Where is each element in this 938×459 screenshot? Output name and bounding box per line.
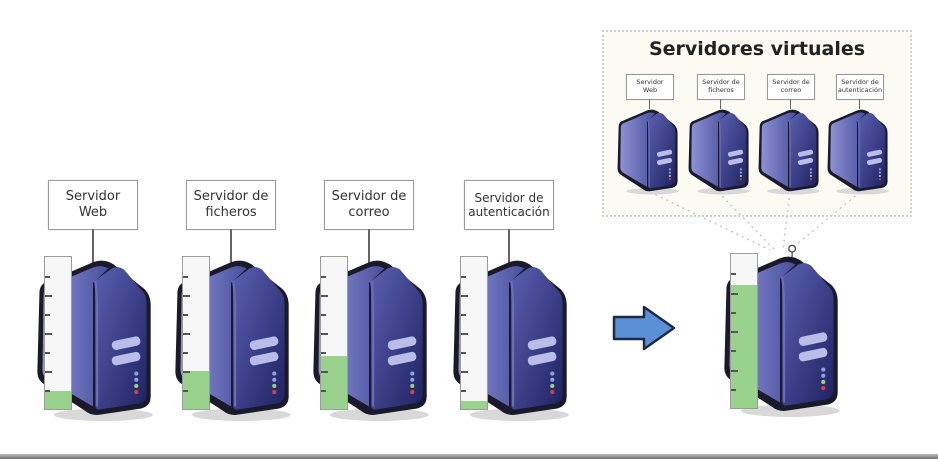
gauge-tick bbox=[45, 352, 50, 354]
load-gauge bbox=[320, 256, 348, 410]
server-label-line1: Servidor de bbox=[193, 189, 269, 205]
server-tower-icon bbox=[827, 109, 889, 195]
server-label-line2: autenticación bbox=[837, 86, 883, 94]
gauge-fill bbox=[461, 401, 487, 409]
gauge-tick bbox=[45, 390, 50, 392]
label-connector bbox=[859, 99, 860, 109]
gauge-tick bbox=[731, 311, 736, 314]
server-tower-icon bbox=[617, 109, 679, 195]
server-tower-icon bbox=[758, 109, 820, 195]
gauge-tick bbox=[321, 276, 326, 278]
gauge-tick bbox=[45, 276, 50, 278]
gauge-tick bbox=[45, 371, 52, 373]
gauge-tick bbox=[731, 273, 736, 276]
gauge-tick bbox=[461, 276, 466, 278]
connection-line bbox=[717, 191, 776, 251]
server-label-line2: ficheros bbox=[205, 205, 257, 220]
load-gauge bbox=[182, 256, 210, 410]
gauge-fill bbox=[731, 284, 757, 408]
gauge-tick bbox=[321, 352, 326, 354]
gauge-tick bbox=[461, 314, 466, 316]
label-connector bbox=[230, 229, 232, 265]
gauge-tick bbox=[183, 276, 188, 278]
server-label-line1: Servidor de bbox=[474, 190, 544, 205]
power-plug-icon: ⚲ bbox=[787, 243, 798, 259]
gauge-tick bbox=[731, 388, 736, 391]
gauge-tick bbox=[461, 371, 468, 373]
gauge-tick bbox=[45, 333, 52, 335]
server-label-line2: autenticación bbox=[468, 205, 550, 219]
gauge-tick bbox=[461, 333, 468, 335]
gauge-tick bbox=[321, 371, 328, 373]
server-label-line2: correo bbox=[780, 86, 802, 94]
connection-line bbox=[649, 191, 771, 251]
connection-line bbox=[789, 191, 861, 251]
gauge-tick bbox=[183, 314, 188, 316]
server-label-line1: Servidor de bbox=[702, 78, 740, 87]
server-label-line1: Servidor bbox=[65, 189, 121, 205]
gauge-tick bbox=[731, 331, 738, 333]
gauge-tick bbox=[731, 369, 738, 372]
gauge-tick bbox=[45, 295, 52, 297]
gauge-tick bbox=[183, 333, 190, 335]
bottom-border bbox=[0, 454, 938, 459]
gauge-tick bbox=[321, 390, 326, 392]
gauge-tick bbox=[461, 390, 466, 392]
consolidated-physical-server bbox=[715, 248, 855, 428]
virtual-servers-title: Servidores virtuales bbox=[648, 38, 866, 60]
gauge-tick bbox=[731, 292, 738, 295]
gauge-tick bbox=[321, 314, 326, 316]
server-label-line2: ficheros bbox=[708, 86, 734, 94]
server-tower-icon bbox=[688, 109, 750, 195]
gauge-fill bbox=[321, 355, 347, 409]
gauge-tick bbox=[321, 295, 328, 297]
gauge-tick bbox=[183, 295, 190, 297]
right-arrow-icon bbox=[612, 305, 676, 351]
label-connector bbox=[790, 99, 791, 109]
label-connector bbox=[92, 229, 94, 265]
label-connector bbox=[720, 99, 721, 109]
gauge-fill bbox=[45, 390, 71, 409]
label-connector bbox=[368, 229, 370, 265]
server-label-line2: correo bbox=[348, 205, 390, 220]
server-label-line2: Web bbox=[78, 205, 108, 220]
gauge-tick bbox=[183, 371, 190, 373]
server-label-line1: Servidor de bbox=[772, 78, 810, 87]
load-gauge bbox=[730, 253, 758, 409]
load-gauge bbox=[460, 256, 488, 410]
connection-line bbox=[782, 191, 791, 251]
label-connector bbox=[508, 229, 510, 265]
gauge-tick bbox=[731, 350, 736, 353]
server-label-line1: Servidor de bbox=[331, 189, 407, 205]
gauge-tick bbox=[461, 295, 468, 297]
server-label-line1: Servidor bbox=[636, 78, 664, 87]
server-label-line2: Web bbox=[642, 86, 658, 94]
gauge-tick bbox=[183, 390, 188, 392]
gauge-tick bbox=[321, 333, 328, 335]
load-gauge bbox=[44, 256, 72, 410]
label-connector bbox=[649, 99, 650, 109]
gauge-tick bbox=[45, 314, 50, 316]
server-label-line1: Servidor de bbox=[841, 78, 879, 87]
gauge-tick bbox=[461, 352, 466, 354]
gauge-tick bbox=[183, 352, 188, 354]
